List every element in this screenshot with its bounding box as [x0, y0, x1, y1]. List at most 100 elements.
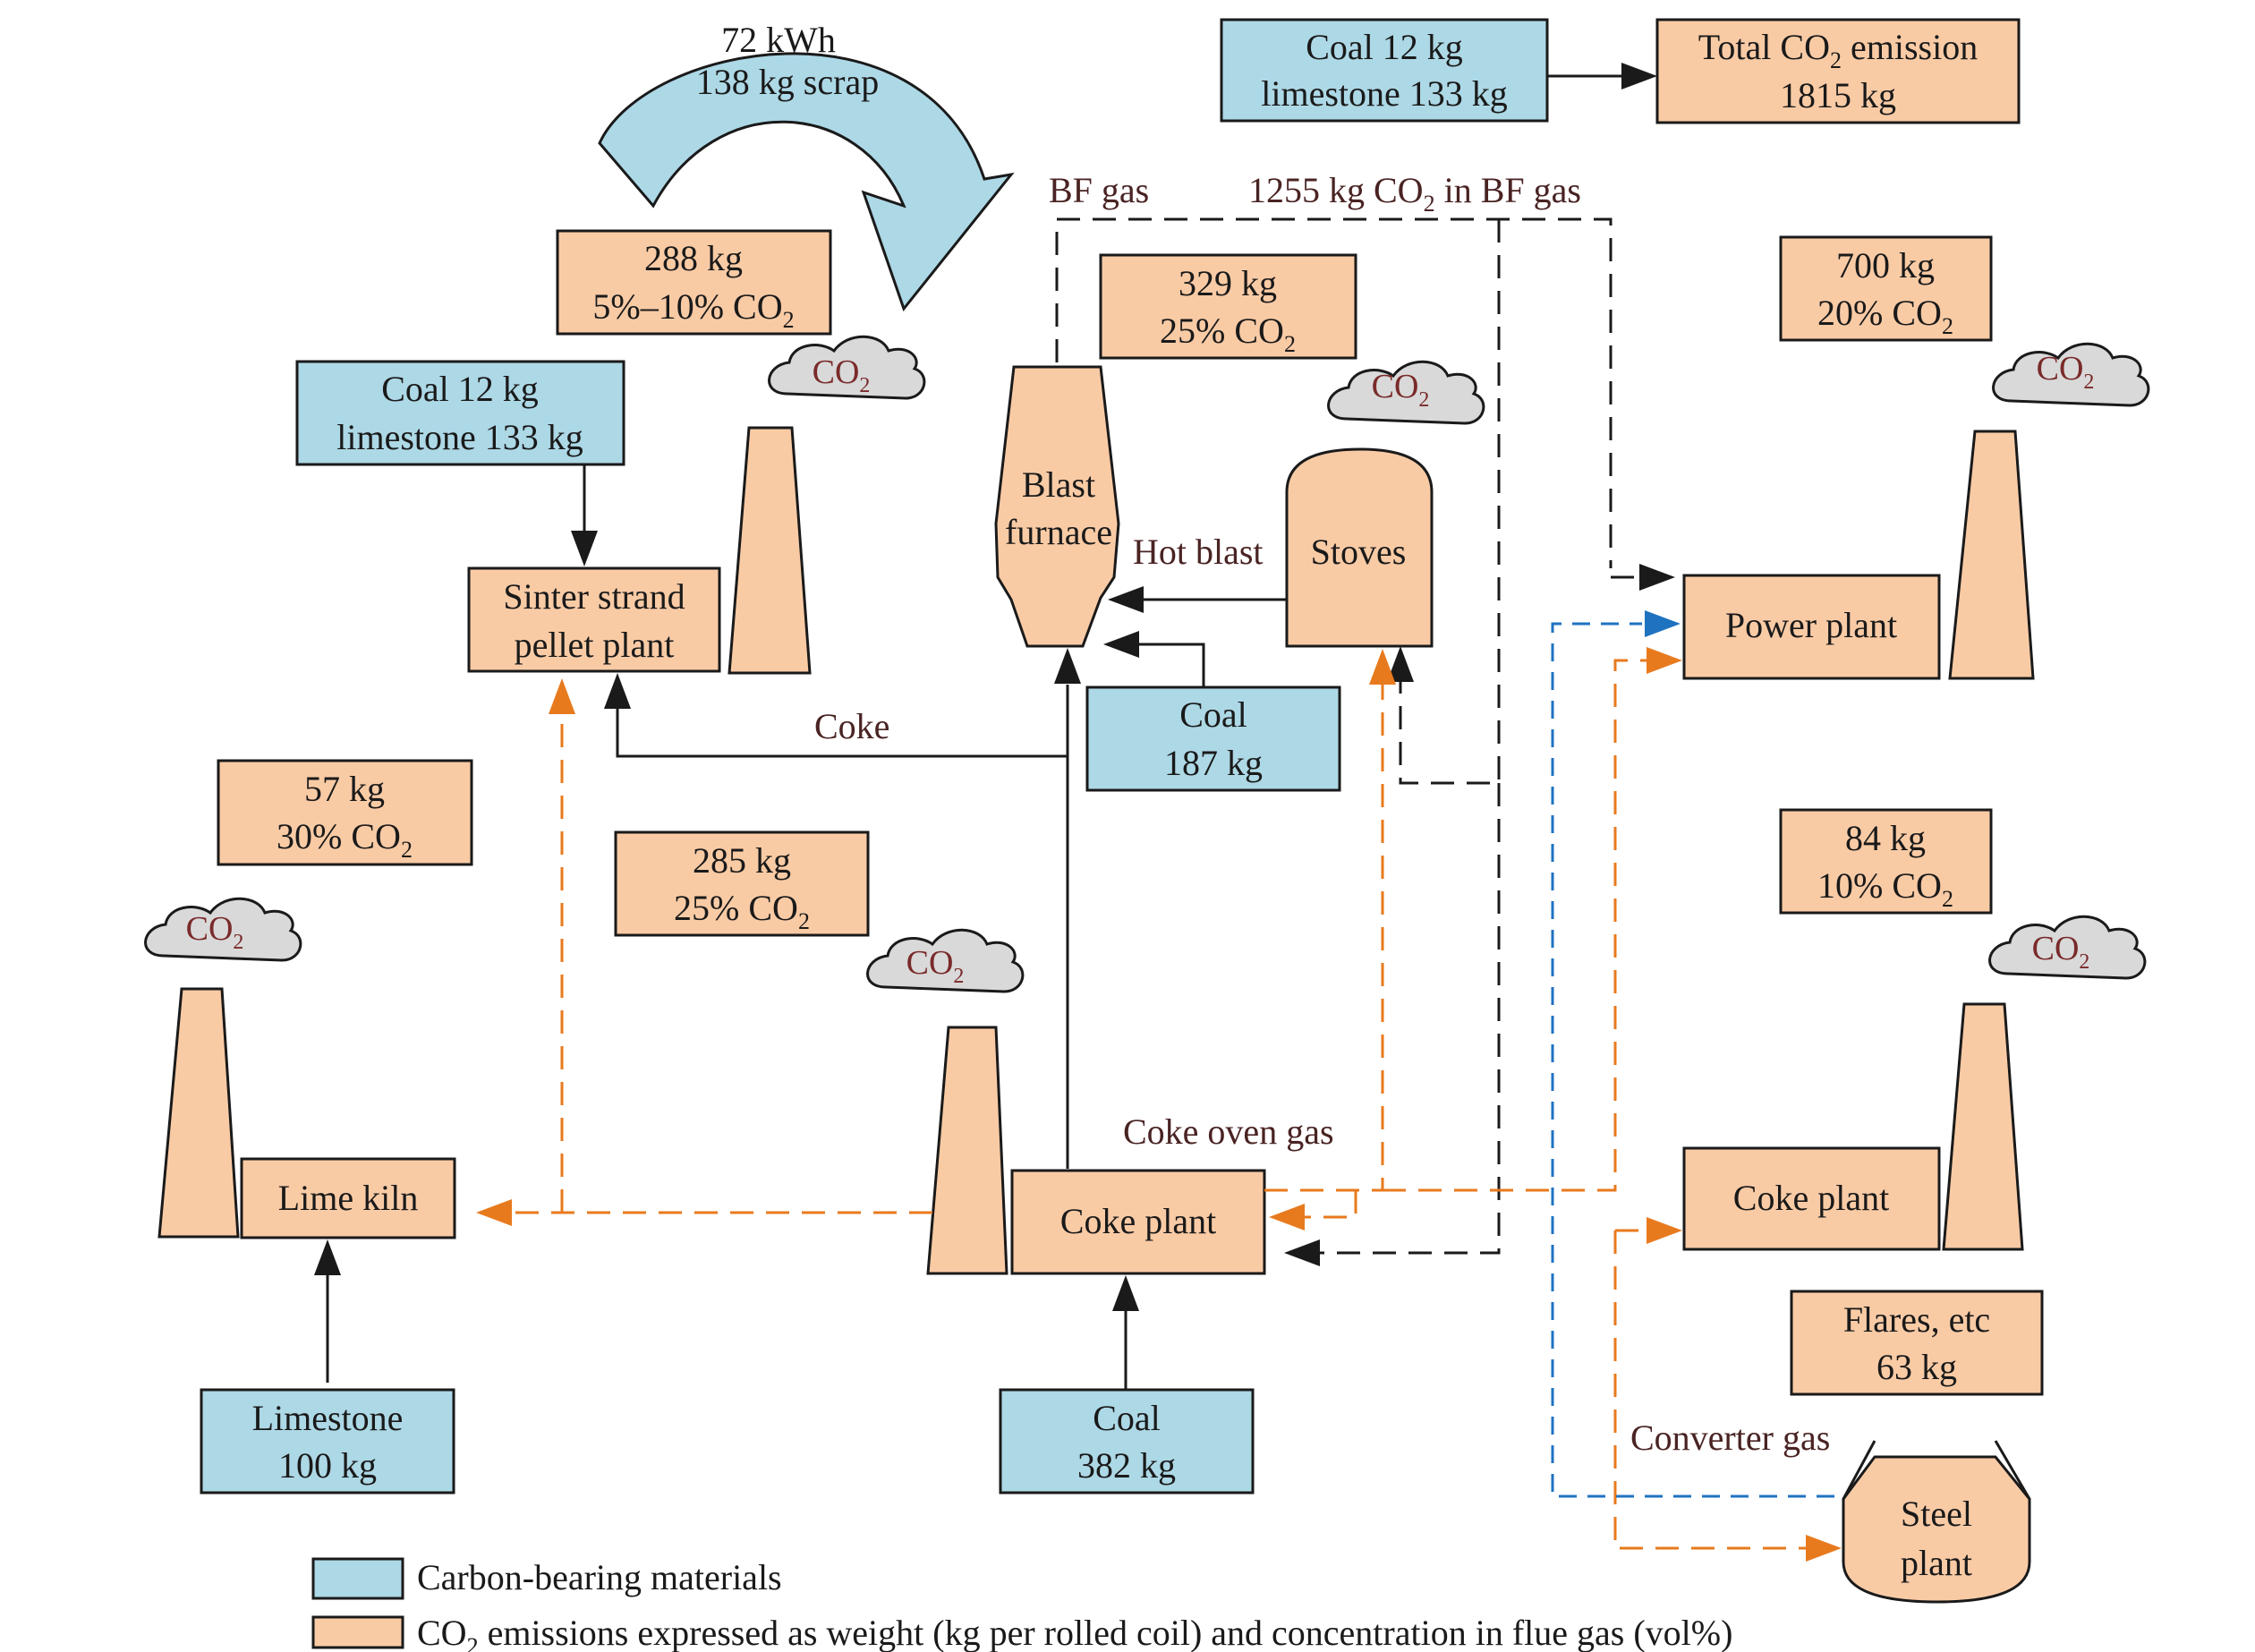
arrowhead — [604, 673, 631, 709]
arrowhead — [571, 531, 598, 566]
arrowhead — [1647, 1217, 1682, 1244]
total-emission-label: Total CO2 emission — [1698, 27, 1978, 73]
arrowhead — [1806, 1535, 1842, 1562]
coke-plant-label: Coke plant — [1060, 1201, 1216, 1241]
power-plant-chimney — [1948, 430, 2035, 680]
converter-gas-label: Converter gas — [1630, 1418, 1830, 1458]
arrowhead — [1645, 610, 1681, 637]
sinter-emission-mass: 288 kg — [644, 238, 743, 278]
flares-line2: 63 kg — [1876, 1347, 1957, 1387]
blast-furnace-cloud: CO2 — [1327, 360, 1485, 425]
cog-line-to-steel-plant — [1613, 1230, 1808, 1550]
legend-carbon-text: Carbon-bearing materials — [417, 1557, 782, 1597]
arrowhead — [1112, 1275, 1139, 1311]
sinter-cloud: CO2 — [768, 335, 926, 400]
lime-kiln-box — [240, 1157, 456, 1239]
right-coke-plant-chimney — [1942, 1002, 2024, 1251]
arrowhead — [1369, 649, 1396, 685]
rcp-emission-concentration: 10% CO2 — [1817, 865, 1953, 912]
arrowhead — [476, 1199, 512, 1226]
hot-blast-label: Hot blast — [1133, 532, 1264, 572]
right-coke-plant-emission-box — [1779, 808, 1993, 915]
pp-emission-concentration: 20% CO2 — [1817, 293, 1953, 339]
sinter-emission-concentration: 5%–10% CO2 — [592, 286, 794, 333]
arrowhead — [1269, 1204, 1305, 1230]
co2-text: CO2 — [2032, 930, 2090, 974]
blast-furnace-line2: furnace — [1005, 512, 1112, 552]
bf-gas-line-to-coke-plant — [1320, 783, 1501, 1255]
sinter-emission-box — [556, 229, 832, 336]
cp-emission-mass: 285 kg — [693, 840, 791, 881]
steel-plant-line2: plant — [1901, 1543, 1972, 1583]
legend-co2-text: CO2 emissions expressed as weight (kg pe… — [417, 1613, 1732, 1652]
lk-emission-mass: 57 kg — [304, 769, 385, 809]
cp-coal-line1: Coal — [1093, 1398, 1161, 1438]
lk-emission-concentration: 30% CO2 — [277, 816, 413, 863]
sinter-plant-line1: Sinter strand — [503, 576, 685, 617]
rcp-emission-mass: 84 kg — [1845, 818, 1926, 858]
cog-line-to-power-plant — [1383, 659, 1647, 1192]
right-coke-plant-label: Coke plant — [1733, 1178, 1889, 1218]
arrowhead — [1108, 586, 1144, 613]
bf-coal-line1: Coal — [1179, 694, 1247, 735]
power-plant-cloud: CO2 — [1992, 342, 2150, 407]
arrowhead — [549, 678, 575, 714]
coke-label: Coke — [814, 706, 889, 746]
bf-gas-line-to-power-plant — [1055, 217, 1613, 568]
coke-plant-emission-box — [614, 830, 870, 937]
co2-text: CO2 — [2037, 350, 2095, 394]
power-plant-label: Power plant — [1725, 605, 1897, 645]
steel-plant-left-rim — [1842, 1440, 1876, 1500]
blast-furnace-emission-box — [1099, 253, 1357, 360]
steel-plant-right-rim — [1994, 1440, 2031, 1500]
legend-co2-swatch — [311, 1615, 404, 1649]
top-coal-limestone-box — [1220, 18, 1549, 123]
arrowhead — [1284, 1239, 1320, 1266]
lime-kiln-label: Lime kiln — [278, 1178, 419, 1218]
converter-gas-line — [1551, 622, 1834, 1498]
sinter-plant-line2: pellet plant — [515, 625, 675, 665]
cp-coal-line2: 382 kg — [1077, 1445, 1176, 1486]
arrowhead — [1621, 63, 1657, 89]
coke-plant-box — [1010, 1169, 1266, 1275]
total-emission-value: 1815 kg — [1780, 75, 1896, 115]
top-input-line1: Coal 12 kg — [1306, 27, 1463, 67]
limestone-line1: Limestone — [252, 1398, 404, 1438]
steel-plant-vessel — [1842, 1455, 2031, 1604]
sinter-input-line2: limestone 133 kg — [336, 417, 583, 457]
flares-box — [1790, 1290, 2044, 1396]
scrap-energy-text: 72 kWh — [721, 20, 836, 60]
coke-plant-cloud: CO2 — [866, 928, 1025, 993]
arrowhead — [1054, 648, 1081, 684]
arrowhead — [1387, 646, 1414, 682]
arrowhead — [314, 1239, 341, 1275]
blast-furnace-shape — [994, 365, 1120, 648]
sinter-chimney — [728, 426, 812, 675]
coke-plant-chimney — [926, 1026, 1008, 1275]
bf-coal-line2: 187 kg — [1164, 743, 1263, 783]
legend-carbon-swatch — [311, 1557, 404, 1600]
lime-kiln-emission-box — [217, 759, 473, 866]
scrap-input-curved-arrow — [598, 52, 1015, 312]
limestone-box — [200, 1388, 455, 1494]
co2-text: CO2 — [906, 944, 965, 988]
blast-furnace-coal-box — [1085, 685, 1341, 792]
top-input-line2: limestone 133 kg — [1261, 73, 1508, 114]
power-plant-emission-box — [1779, 235, 1993, 342]
right-coke-plant-box — [1682, 1146, 1941, 1251]
co2-text: CO2 — [813, 353, 871, 397]
bf-emission-mass: 329 kg — [1179, 263, 1277, 303]
lime-kiln-cloud: CO2 — [144, 897, 302, 962]
stoves-label: Stoves — [1311, 532, 1407, 572]
blast-furnace-line1: Blast — [1022, 464, 1095, 505]
sinter-strand-pellet-plant-box — [467, 566, 721, 673]
arrowhead — [1639, 564, 1675, 591]
sinter-coal-limestone-box — [295, 360, 625, 466]
co2-text: CO2 — [186, 910, 244, 954]
lime-kiln-chimney — [157, 987, 240, 1239]
total-co2-emission-box — [1655, 18, 2021, 124]
co2-text: CO2 — [1372, 368, 1430, 412]
scrap-mass-text: 138 kg scrap — [696, 62, 879, 102]
bf-emission-concentration: 25% CO2 — [1160, 311, 1296, 357]
